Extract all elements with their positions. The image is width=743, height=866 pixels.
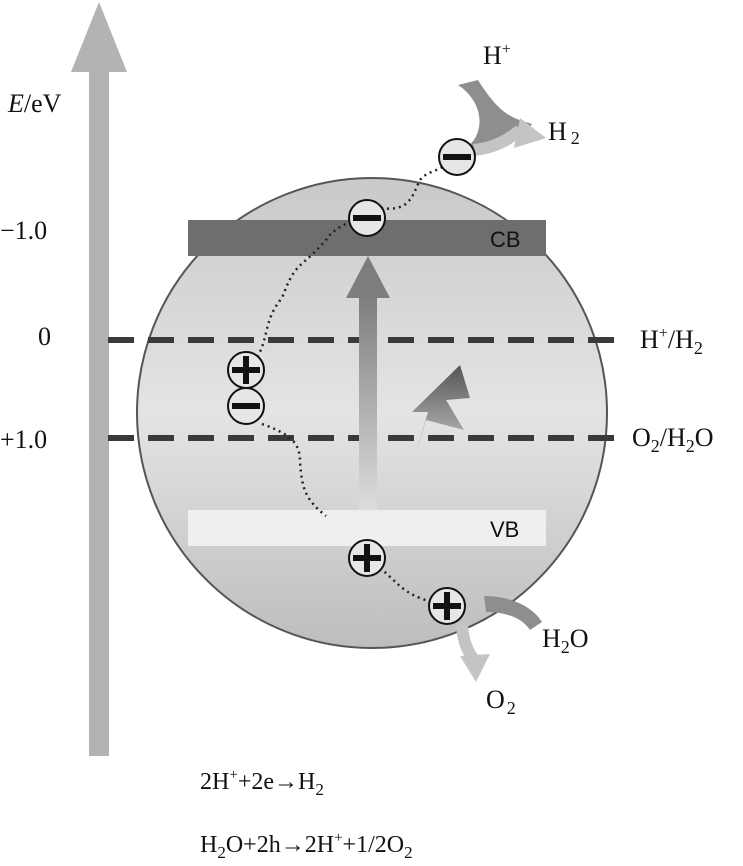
electron-surface bbox=[439, 139, 475, 175]
hole-vb bbox=[349, 540, 385, 576]
hole-trap bbox=[228, 352, 264, 388]
vb-label: VB bbox=[490, 517, 519, 542]
o2-arrowhead bbox=[460, 654, 490, 682]
electron-trap bbox=[228, 388, 264, 424]
hole-surface bbox=[429, 588, 465, 624]
electron-cb bbox=[349, 200, 385, 236]
axis-shaft bbox=[89, 70, 109, 756]
h-plus-h2-label: H+/H2 bbox=[640, 325, 703, 358]
tick-label-neg1: −1.0 bbox=[0, 216, 47, 245]
h-plus-label: H+ bbox=[483, 41, 511, 70]
o2-h2o-label: O2/H2O bbox=[632, 423, 714, 456]
equation-h2-evolution: 2H++2e→H2 bbox=[200, 767, 324, 799]
axis-arrowhead bbox=[71, 2, 127, 72]
tick-label-pos1: +1.0 bbox=[0, 425, 47, 454]
cb-label: CB bbox=[490, 227, 521, 252]
o2-arrow-tail bbox=[462, 622, 474, 660]
tick-label-0: 0 bbox=[38, 322, 51, 351]
axis-label: E/eV bbox=[7, 89, 62, 118]
h2o-label: H2O bbox=[542, 624, 589, 657]
equation-o2-evolution: H2O+2h→2H++1/2O2 bbox=[200, 830, 413, 862]
energy-axis bbox=[71, 2, 127, 756]
